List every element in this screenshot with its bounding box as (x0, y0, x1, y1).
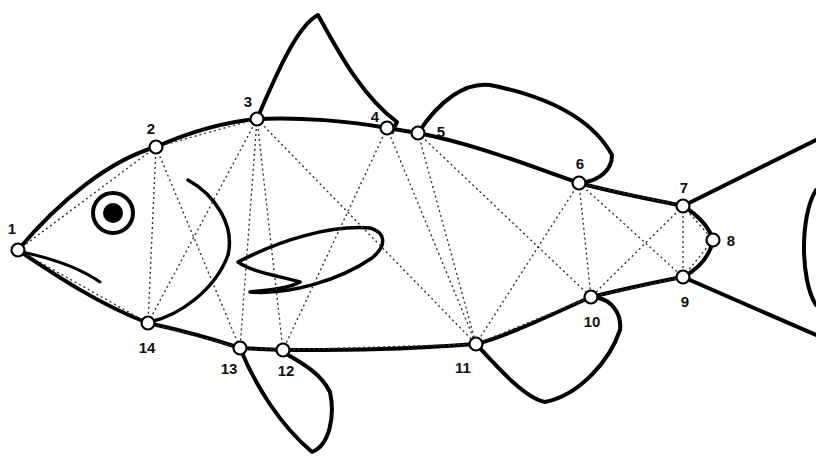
landmark-number: 5 (437, 124, 445, 139)
landmark-number: 9 (681, 294, 689, 309)
landmark-number: 2 (147, 121, 155, 136)
landmark-number: 10 (584, 314, 601, 329)
landmark-number: 13 (221, 361, 238, 376)
landmark-number: 14 (139, 340, 156, 355)
landmark-number: 4 (371, 109, 379, 124)
landmark-number: 6 (576, 156, 584, 171)
landmark-number: 1 (8, 221, 16, 236)
landmark-number: 7 (680, 180, 688, 195)
landmark-number: 3 (244, 94, 252, 109)
landmark-number: 12 (278, 363, 295, 378)
landmark-number: 11 (455, 360, 471, 375)
landmark-number: 8 (727, 233, 735, 248)
